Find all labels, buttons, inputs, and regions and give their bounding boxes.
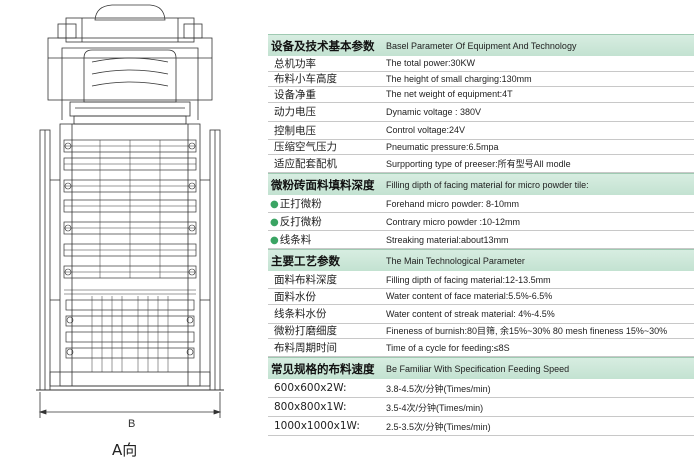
section-title-zh: 主要工艺参数 [271, 253, 340, 268]
bullet-icon: ● [270, 235, 279, 246]
row-value-en: Fineness of burnish:80目筛, 余15%~30% 80 me… [386, 326, 668, 337]
dimension-label: B [128, 418, 135, 430]
row-label-zh: 适应配套配机 [274, 158, 337, 170]
row-label-zh: 线条料 [279, 234, 312, 246]
section-title-en: Be Familiar With Specification Feeding S… [386, 363, 570, 374]
row-label-zh: 1000x1000x1W: [274, 420, 360, 432]
row-label-zh: 正打微粉 [279, 198, 322, 210]
row-label-zh: 控制电压 [274, 124, 316, 137]
row-label-zh: 线条料水份 [274, 308, 327, 320]
spec-row: 面料布料深度 Filling dipth of facing material:1… [268, 271, 694, 289]
row-value-en: Surpporting type of preeser:所有型号All modl… [386, 159, 571, 169]
spec-row: 动力电压 Dynamic voltage : 380V [268, 103, 694, 122]
section-header-basic: 设备及技术基本参数 Basel Parameter Of Equipment A… [268, 34, 694, 56]
spec-row: 微粉打磨细度 Fineness of burnish:80目筛, 余15%~30%… [268, 324, 694, 339]
row-value-en: Time of a cycle for feeding:≤8S [386, 342, 510, 353]
section-title-en: Basel Parameter Of Equipment And Technol… [386, 40, 577, 51]
row-value-en: The net weight of equipment:4T [386, 89, 513, 100]
row-value-en: Filling dipth of facing material:12-13.5… [386, 274, 551, 285]
section-header-tech: 主要工艺参数 The Main Technological Parameter [268, 249, 694, 271]
row-value-en: Water content of streak material: 4%-4.5… [386, 308, 555, 319]
spec-row: 压缩空气压力 Pneumatic pressure:6.5mpa [268, 140, 694, 155]
row-value-en: 3.8-4.5次/分钟(Times/min) [386, 383, 491, 394]
view-label: A向 [112, 441, 137, 459]
row-value-en: Water content of face material:5.5%-6.5% [386, 291, 553, 302]
row-label-zh: 总机功率 [274, 57, 316, 70]
bullet-icon: ● [270, 199, 279, 210]
row-value-en: Pneumatic pressure:6.5mpa [386, 141, 499, 152]
section-title-en: The Main Technological Parameter [386, 255, 525, 266]
section-title-en: Filling dipth of facing material for mic… [386, 179, 589, 190]
spec-row: 适应配套配机 Surpporting type of preeser:所有型号Al… [268, 155, 694, 173]
spec-row: 面料水份 Water content of face material:5.5%-… [268, 289, 694, 305]
row-value-en: Streaking material:about13mm [386, 234, 509, 245]
spec-row: 800x800x1W: 3.5-4次/分钟(Times/min) [268, 398, 694, 417]
row-value-en: The height of small charging:130mm [386, 73, 532, 84]
spec-row: 控制电压 Control voltage:24V [268, 122, 694, 140]
row-label-zh: 布料周期时间 [274, 342, 337, 354]
section-header-speed: 常见规格的布料速度 Be Familiar With Specification… [268, 357, 694, 379]
section-title-zh: 常见规格的布料速度 [271, 361, 375, 376]
row-value-en: 2.5-3.5次/分钟(Times/min) [386, 421, 491, 432]
row-value-en: The total power:30KW [386, 58, 476, 69]
section-title-zh: 设备及技术基本参数 [271, 38, 375, 53]
spec-row: 布料周期时间 Time of a cycle for feeding:≤8S [268, 339, 694, 357]
spec-row: 1000x1000x1W: 2.5-3.5次/分钟(Times/min) [268, 417, 694, 436]
section-header-facing: 微粉砖面料填料深度 Filling dipth of facing materi… [268, 173, 694, 195]
machine-drawing: B A向 [36, 4, 224, 459]
row-value-en: Forehand micro powder: 8-10mm [386, 198, 520, 209]
row-label-zh: 动力电压 [274, 106, 316, 118]
spec-row: ●线条料 Streaking material:about13mm [268, 231, 694, 249]
spec-row: 设备净重 The net weight of equipment:4T [268, 87, 694, 103]
spec-row: 布料小车高度 The height of small charging:130mm [268, 72, 694, 87]
row-label-zh: 800x800x1W: [274, 401, 347, 413]
spec-row: ●正打微粉 Forehand micro powder: 8-10mm [268, 195, 694, 213]
row-label-zh: 面料水份 [274, 290, 316, 303]
spec-row: 600x600x2W: 3.8-4.5次/分钟(Times/min) [268, 379, 694, 398]
spec-row: 线条料水份 Water content of streak material: 4… [268, 305, 694, 324]
spec-table: 设备及技术基本参数 Basel Parameter Of Equipment A… [268, 34, 694, 436]
row-label-zh: 布料小车高度 [274, 73, 337, 86]
row-label-zh: 面料布料深度 [274, 274, 337, 286]
spec-row: ●反打微粉 Contrary micro powder :10-12mm [268, 213, 694, 231]
row-value-en: Contrary micro powder :10-12mm [386, 216, 521, 227]
section-title-zh: 微粉砖面料填料深度 [271, 177, 375, 192]
row-label-zh: 压缩空气压力 [274, 141, 337, 154]
row-label-zh: 设备净重 [274, 88, 316, 101]
row-value-en: Control voltage:24V [386, 125, 466, 135]
spec-row: 总机功率 The total power:30KW [268, 56, 694, 72]
row-label-zh: 微粉打磨细度 [274, 325, 337, 338]
row-value-en: 3.5-4次/分钟(Times/min) [386, 402, 484, 413]
row-label-zh: 反打微粉 [279, 216, 322, 228]
row-label-zh: 600x600x2W: [274, 382, 347, 394]
bullet-icon: ● [270, 217, 279, 228]
row-value-en: Dynamic voltage : 380V [386, 106, 482, 117]
